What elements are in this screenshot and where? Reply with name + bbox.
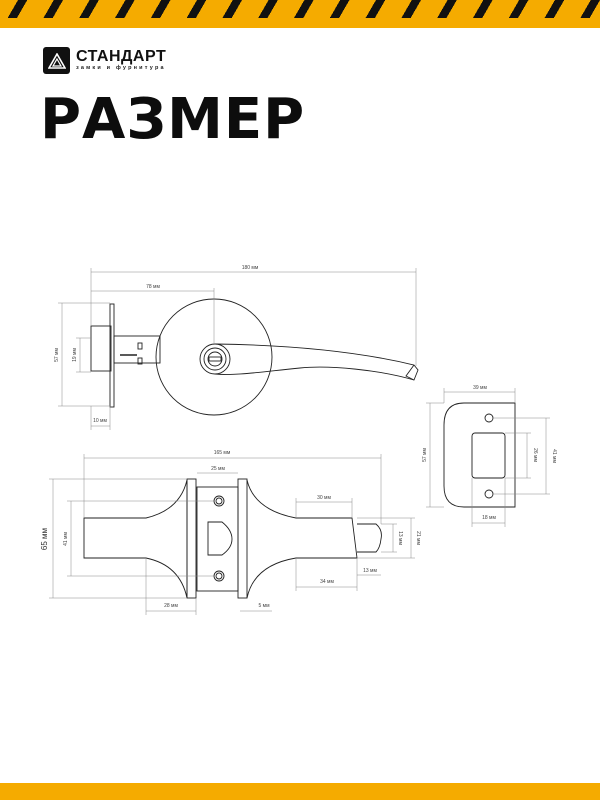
svg-text:30 мм: 30 мм [317,495,331,501]
svg-text:180 мм: 180 мм [242,265,259,271]
svg-text:18 мм: 18 мм [482,515,496,521]
brand-name: СТАНДАРТ [76,48,167,65]
svg-text:13 мм: 13 мм [363,568,377,574]
svg-text:65 мм: 65 мм [40,528,49,550]
svg-text:78 мм: 78 мм [146,284,160,290]
svg-text:57 мм: 57 мм [54,348,60,362]
svg-text:13 мм: 13 мм [397,531,403,545]
top-hazard-stripe [0,0,600,28]
bottom-stripe [0,783,600,800]
brand-logo: СТАНДАРТ замки и фурнитура [43,47,166,74]
svg-text:165 мм: 165 мм [214,450,231,456]
svg-text:34 мм: 34 мм [320,579,334,585]
svg-text:39 мм: 39 мм [473,385,487,391]
svg-text:25 мм: 25 мм [211,466,225,472]
svg-text:41 мм: 41 мм [551,449,557,463]
svg-text:5 мм: 5 мм [258,603,270,609]
svg-text:28 мм: 28 мм [164,603,178,609]
brand-tagline: замки и фурнитура [76,65,166,71]
svg-text:41 мм: 41 мм [63,532,69,546]
svg-text:26 мм: 26 мм [532,448,538,462]
svg-text:19 мм: 19 мм [72,348,78,362]
svg-text:21 мм: 21 мм [415,531,421,545]
svg-text:57 мм: 57 мм [422,448,428,462]
page-title: РАЗМЕР [40,87,306,152]
logo-triangle-icon [43,47,70,74]
svg-text:10 мм: 10 мм [93,418,107,424]
hazard-pattern [0,0,600,18]
